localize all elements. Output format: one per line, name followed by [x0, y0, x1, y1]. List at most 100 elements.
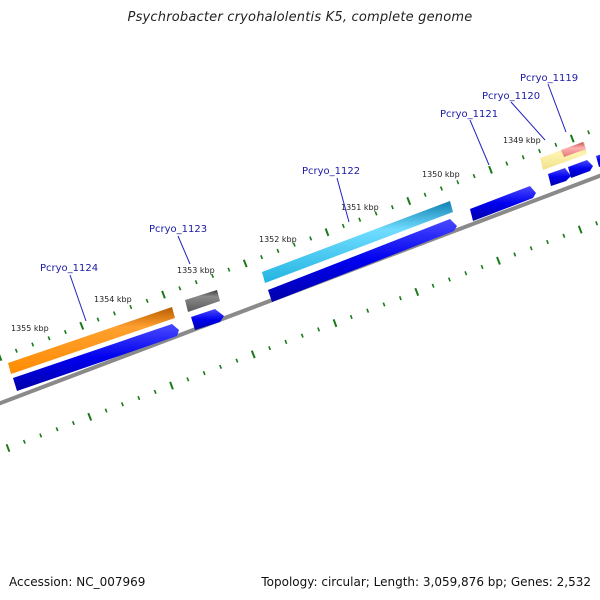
orf-arrow[interactable]: [596, 153, 600, 167]
tick-mark: [569, 134, 575, 143]
map-title: Psychrobacter cryohalolentis K5, complet…: [127, 10, 473, 25]
tick-mark: [529, 246, 533, 251]
tick-mark: [39, 433, 43, 438]
tick-mark: [219, 364, 223, 370]
orf-arrow[interactable]: [268, 219, 457, 302]
gene-labels: Pcryo_1124 Pcryo_1123 Pcryo_1122 Pcryo_1…: [40, 73, 578, 274]
tick-mark: [366, 308, 370, 313]
tick-mark: [439, 186, 443, 191]
tick-mark: [71, 420, 75, 426]
tick-mark: [538, 148, 542, 154]
feature-pcryo-1123[interactable]: [185, 290, 220, 312]
feature-pcryo-1119[interactable]: [561, 142, 586, 157]
gene-label-pcryo-1119[interactable]: Pcryo_1119: [520, 73, 578, 84]
tick-mark: [505, 161, 509, 166]
tick-mark: [554, 142, 558, 147]
tick-mark: [324, 228, 330, 237]
tick-mark: [194, 280, 198, 285]
tick-mark: [587, 130, 591, 135]
tick-mark: [398, 296, 402, 301]
tick-mark: [5, 443, 11, 453]
orf-arrow[interactable]: [548, 168, 571, 186]
accession-text: Accession: NC_007969: [9, 575, 146, 589]
tick-mark: [317, 327, 321, 332]
tick-mark: [577, 225, 583, 234]
gene-features: [8, 142, 587, 374]
tick-mark: [0, 354, 3, 362]
feature-pcryo-1122[interactable]: [262, 201, 453, 283]
tick-mark: [79, 321, 85, 330]
tick-mark: [63, 329, 67, 335]
tick-mark: [300, 333, 304, 338]
tick-mark: [332, 319, 338, 328]
tick-mark: [464, 271, 468, 276]
leader-line: [177, 235, 191, 265]
tick-mark: [456, 180, 460, 185]
orf-arrow[interactable]: [191, 309, 224, 330]
leader-line: [510, 101, 546, 141]
gene-label-pcryo-1121[interactable]: Pcryo_1121: [440, 109, 498, 120]
tick-mark: [341, 223, 345, 229]
orf-arrow[interactable]: [13, 324, 179, 391]
tick-mark: [112, 311, 116, 316]
tick-mark: [382, 302, 386, 307]
gene-label-pcryo-1122[interactable]: Pcryo_1122: [302, 166, 360, 177]
tick-mark: [235, 358, 239, 363]
tick-mark: [169, 381, 174, 390]
kbp-label: 1351 kbp: [341, 203, 379, 212]
tick-mark: [472, 173, 476, 179]
tick-mark: [186, 377, 190, 382]
tick-mark: [268, 346, 272, 351]
leader-line: [469, 119, 490, 166]
tick-mark: [488, 165, 493, 174]
tick-mark: [31, 342, 35, 347]
tick-mark: [546, 239, 549, 245]
tick-mark: [55, 427, 59, 432]
tick-mark: [153, 389, 157, 395]
gene-label-pcryo-1124[interactable]: Pcryo_1124: [40, 263, 98, 274]
tick-mark: [595, 221, 599, 226]
orf-arrow[interactable]: [568, 160, 593, 178]
kbp-label: 1355 kbp: [11, 324, 49, 333]
tick-mark: [390, 205, 394, 210]
tick-mark: [406, 196, 412, 206]
inner-tick-marks: [5, 221, 599, 453]
tick-mark: [260, 255, 264, 260]
tick-mark: [120, 402, 124, 407]
tick-mark: [284, 339, 288, 345]
tick-mark: [414, 287, 420, 297]
gene-label-pcryo-1123[interactable]: Pcryo_1123: [149, 224, 207, 235]
tick-mark: [96, 317, 100, 322]
tick-mark: [431, 283, 435, 288]
kbp-label: 1352 kbp: [259, 235, 297, 244]
kbp-label: 1349 kbp: [503, 136, 541, 145]
tick-mark: [227, 267, 231, 272]
tick-mark: [276, 248, 280, 254]
tick-mark: [161, 290, 166, 299]
orf-arrow[interactable]: [470, 186, 536, 221]
kbp-labels: 1355 kbp 1354 kbp 1353 kbp 1352 kbp 1351…: [11, 136, 541, 333]
tick-mark: [137, 395, 141, 401]
leader-line: [69, 274, 87, 322]
tick-mark: [513, 252, 517, 257]
kbp-label: 1354 kbp: [94, 295, 132, 304]
tick-mark: [211, 273, 215, 279]
tick-mark: [250, 350, 256, 359]
tick-mark: [47, 336, 51, 341]
tick-mark: [480, 264, 484, 270]
tick-mark: [22, 439, 26, 444]
tick-mark: [178, 286, 182, 291]
kbp-label: 1350 kbp: [422, 170, 460, 179]
tick-mark: [309, 236, 313, 241]
gene-label-pcryo-1120[interactable]: Pcryo_1120: [482, 91, 540, 102]
tick-mark: [202, 370, 206, 376]
tick-mark: [374, 211, 378, 216]
gene-leader-lines: [69, 83, 567, 322]
leader-line: [547, 83, 567, 133]
tick-mark: [145, 298, 149, 304]
tick-mark: [423, 192, 427, 197]
tick-mark: [87, 412, 93, 421]
tick-mark: [292, 242, 296, 247]
feature-pcryo-1124[interactable]: [8, 307, 175, 374]
